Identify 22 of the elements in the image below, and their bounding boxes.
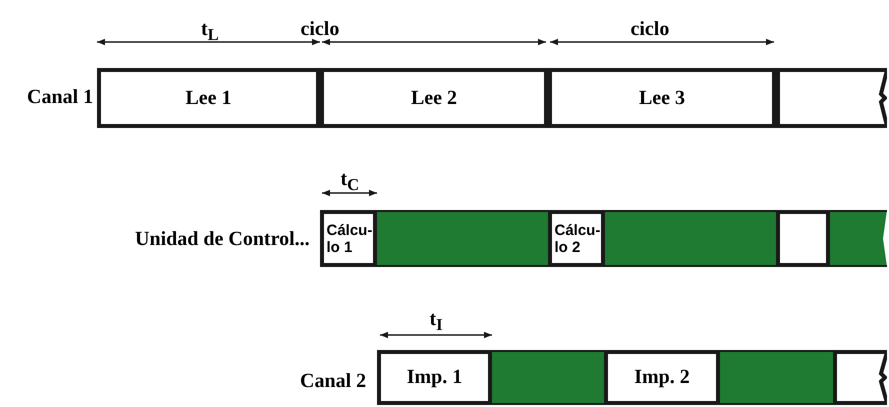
dimension-label: t$_{I}$ xyxy=(430,308,443,335)
time-slot-box xyxy=(377,350,492,405)
dimension-label: t$_{C}$ xyxy=(340,168,360,195)
slot-label: Lee 3 xyxy=(638,86,686,110)
slot-label: Imp. 1 xyxy=(406,366,462,389)
row-label: Unidad de Control... xyxy=(135,228,310,251)
row-label: Canal 2 xyxy=(300,370,366,393)
time-slot-box xyxy=(97,68,320,128)
slot-label: Lee 1 xyxy=(185,86,232,110)
dimension-label: t$_{L}$ xyxy=(201,18,219,45)
dimension-label: ciclo xyxy=(300,18,340,41)
time-slot-box xyxy=(320,210,377,267)
row-label: Canal 1 xyxy=(27,86,94,109)
slot-label: Imp. 2 xyxy=(634,366,690,389)
slot-label: Lee 2 xyxy=(410,86,458,110)
time-slot-box xyxy=(548,210,605,267)
dimension-label: ciclo xyxy=(630,18,670,41)
slot-label: Cálcu-lo 2 xyxy=(554,222,598,256)
empty-slot-box xyxy=(833,350,887,405)
time-slot-box xyxy=(604,350,720,405)
slot-label: Cálcu-lo 1 xyxy=(326,222,370,256)
empty-slot-box xyxy=(776,210,830,267)
